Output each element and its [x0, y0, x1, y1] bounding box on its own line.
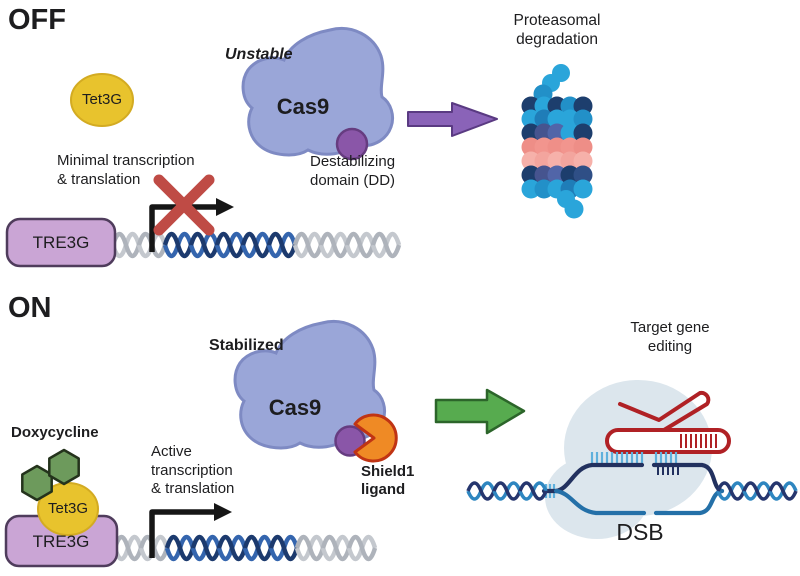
on-heading: ON [8, 292, 52, 324]
tet3g-label-on: Tet3G [47, 500, 89, 517]
active-transcription-label: Active transcription & translation [151, 443, 235, 497]
shield1-ligand-label: Shield1 ligand [361, 463, 415, 498]
editing-arrow-icon [434, 388, 526, 435]
off-heading: OFF [8, 4, 66, 36]
lower-pairing-ticks-icon [657, 467, 679, 475]
destabilizing-domain-label: Destabilizing domain (DD) [310, 153, 396, 189]
proteasome-icon [521, 64, 593, 219]
promoter-dna-off-icon [113, 234, 399, 256]
tet3g-label-off: Tet3G [81, 91, 123, 108]
cas9-protein-on [233, 320, 387, 450]
target-gene-editing-label: Target gene editing [630, 319, 710, 355]
cas9-protein-off [241, 27, 395, 157]
cas9-label-on: Cas9 [268, 395, 322, 420]
transcription-start-arrow-on-icon [149, 503, 232, 558]
destabilizing-domain-circle-off [335, 127, 369, 161]
shield1-ligand-icon [353, 413, 398, 463]
minimal-transcription-label: Minimal transcription & translation [57, 152, 195, 188]
tet3g-protein-off [70, 73, 134, 127]
tre3g-label-off: TRE3G [32, 233, 90, 252]
blocked-cross-icon [153, 174, 215, 236]
cas9-label-off: Cas9 [276, 94, 330, 119]
doxycycline-label: Doxycycline [11, 424, 99, 441]
dsb-illustration [466, 380, 798, 539]
guide-pairing-ticks-icon [544, 452, 678, 498]
proteasomal-degradation-label: Proteasomal degradation [513, 12, 601, 48]
doxycycline-molecule-icon [21, 448, 80, 502]
tre3g-label-on: TRE3G [32, 532, 90, 551]
sgrna-icon [605, 390, 731, 454]
unstable-label: Unstable [225, 46, 293, 63]
stabilized-label: Stabilized [209, 337, 284, 354]
dsb-label: DSB [616, 519, 664, 545]
degradation-arrow-icon [407, 102, 498, 137]
target-dna-bubble-icon [541, 462, 725, 516]
transcription-start-arrow-off-icon [149, 198, 234, 252]
destabilizing-domain-circle-on [334, 425, 366, 457]
tre3g-promoter-box-off [5, 217, 117, 268]
cas9-silhouette-blob-lower [545, 455, 649, 539]
